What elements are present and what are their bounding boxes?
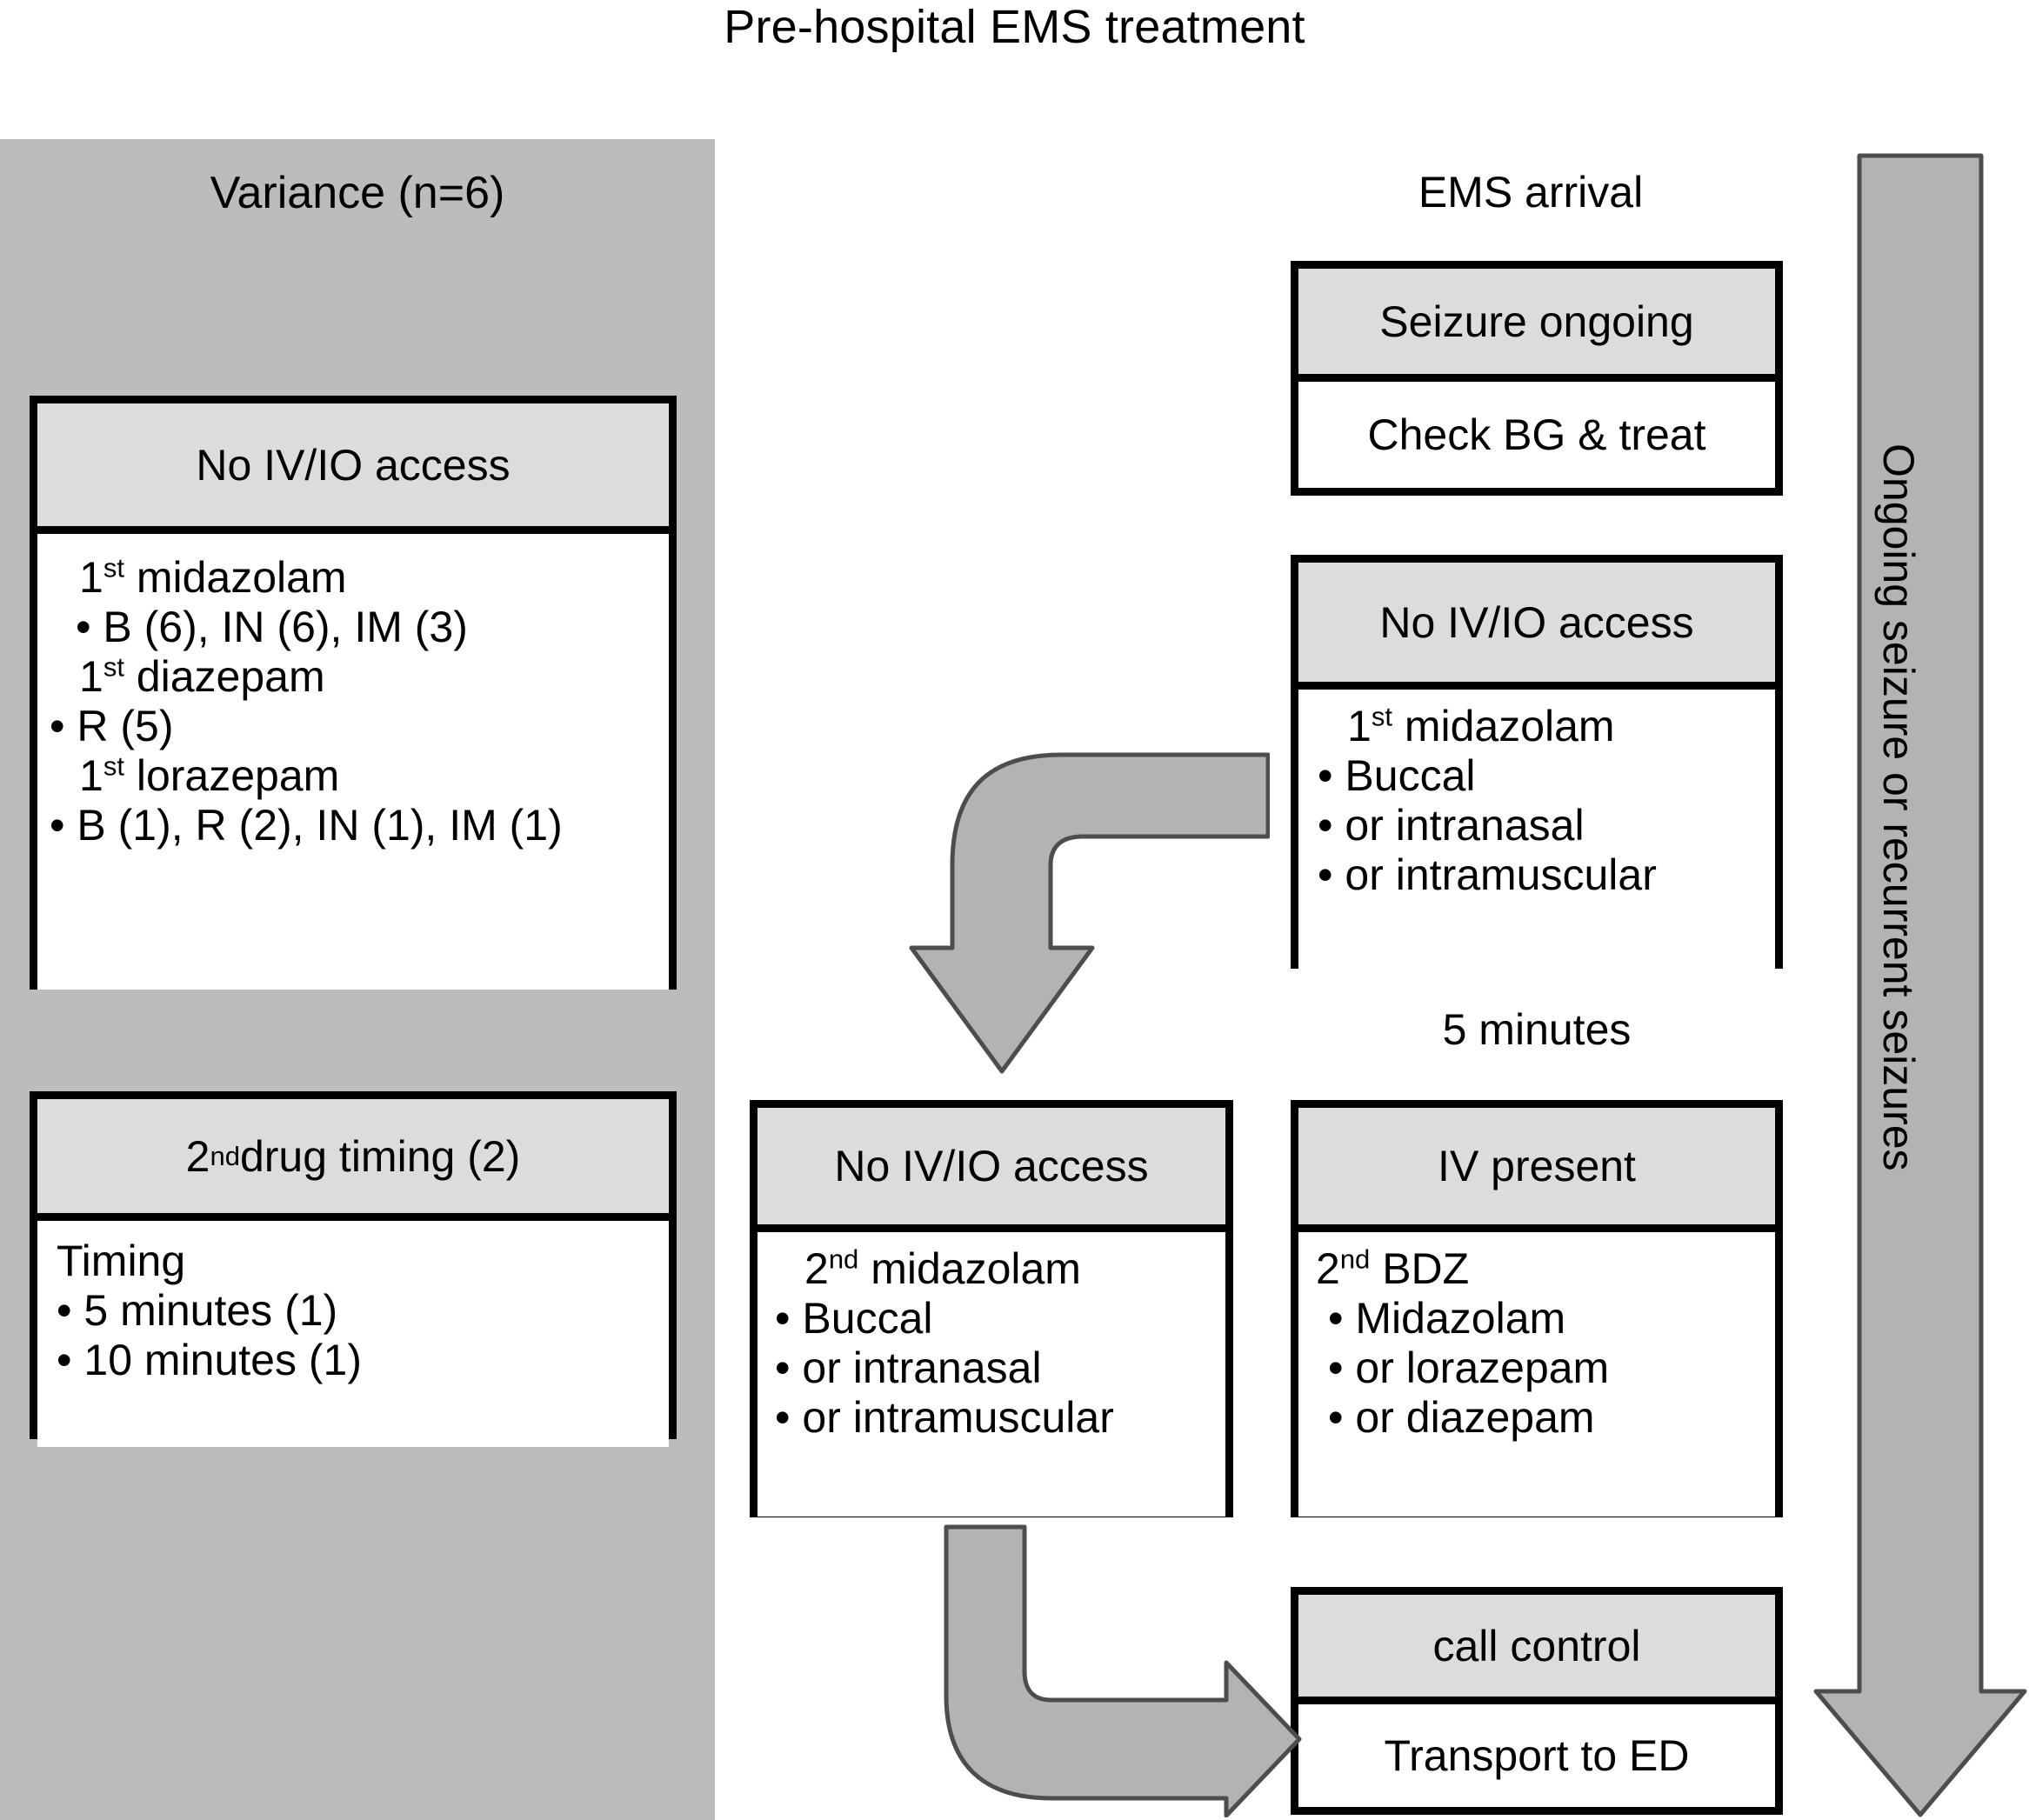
box-seizure-ongoing-header: Seizure ongoing xyxy=(1298,269,1775,382)
ems-arrival-label: EMS arrival xyxy=(1418,168,1644,217)
box-call-control-body: Transport to ED xyxy=(1298,1704,1775,1807)
variance-timing-line-2: 5 minutes (1) xyxy=(57,1286,657,1336)
no-access-first-line-1: 1st midazolam xyxy=(1347,701,1615,750)
no-access-second-line-2: Buccal xyxy=(775,1294,1213,1343)
drug-timing-header-pre: 2 xyxy=(185,1131,210,1181)
five-minutes-label: 5 minutes xyxy=(1442,1005,1632,1054)
no-access-second-line-1: 2nd midazolam xyxy=(804,1243,1081,1293)
box-no-access-first-header: No IV/IO access xyxy=(1298,563,1775,690)
iv-present-line-3: or lorazepam xyxy=(1316,1343,1763,1393)
variance-line-6: B (1), R (2), IN (1), IM (1) xyxy=(50,801,657,850)
variance-line-1: 1st midazolam xyxy=(79,552,347,602)
no-access-first-line-2: Buccal xyxy=(1318,751,1763,801)
no-access-second-line-4: or intramuscular xyxy=(775,1393,1213,1443)
box-call-control-header: call control xyxy=(1298,1595,1775,1704)
iv-present-line-4: or diazepam xyxy=(1316,1393,1763,1443)
no-access-first-line-4: or intramuscular xyxy=(1318,850,1763,900)
box-call-control: call control Transport to ED xyxy=(1291,1587,1783,1815)
box-seizure-ongoing: Seizure ongoing Check BG & treat xyxy=(1291,261,1783,496)
page-title: Pre-hospital EMS treatment xyxy=(724,1,1305,53)
variance-line-4: R (5) xyxy=(50,702,657,751)
elbow-arrow-down-left xyxy=(909,752,1270,1074)
variance-timing-line-1: Timing xyxy=(57,1237,186,1285)
variance-line-2: B (6), IN (6), IM (3) xyxy=(50,603,657,652)
box-iv-present-header: IV present xyxy=(1298,1108,1775,1232)
no-access-second-line-3: or intranasal xyxy=(775,1343,1213,1393)
variance-box-no-access: No IV/IO access 1st midazolam B (6), IN … xyxy=(30,396,677,990)
elbow-arrow-down-right xyxy=(944,1524,1302,1817)
variance-line-3: 1st diazepam xyxy=(79,651,325,701)
no-access-first-line-3: or intranasal xyxy=(1318,801,1763,850)
ongoing-seizure-arrow xyxy=(1813,153,2027,1817)
iv-present-line-1: 2nd BDZ xyxy=(1316,1243,1470,1293)
box-seizure-ongoing-body: Check BG & treat xyxy=(1298,382,1775,488)
box-no-access-second: No IV/IO access 2nd midazolam Buccal or … xyxy=(750,1100,1233,1517)
variance-panel-title: Variance (n=6) xyxy=(210,168,505,218)
box-no-access-second-header: No IV/IO access xyxy=(758,1108,1225,1232)
box-no-access-first: No IV/IO access 1st midazolam Buccal or … xyxy=(1291,555,1783,970)
variance-box-no-access-header: No IV/IO access xyxy=(37,403,669,534)
drug-timing-header-post: drug timing (2) xyxy=(239,1131,521,1181)
box-iv-present: IV present 2nd BDZ Midazolam or lorazepa… xyxy=(1291,1100,1783,1517)
variance-line-5: 1st lorazepam xyxy=(79,750,340,800)
variance-timing-line-3: 10 minutes (1) xyxy=(57,1336,657,1385)
iv-present-line-2: Midazolam xyxy=(1316,1294,1763,1343)
ongoing-seizure-arrow-label: Ongoing seizure or recurrent seizures xyxy=(1874,443,1923,1171)
variance-box-drug-timing: 2nd drug timing (2) Timing 5 minutes (1)… xyxy=(30,1091,677,1447)
